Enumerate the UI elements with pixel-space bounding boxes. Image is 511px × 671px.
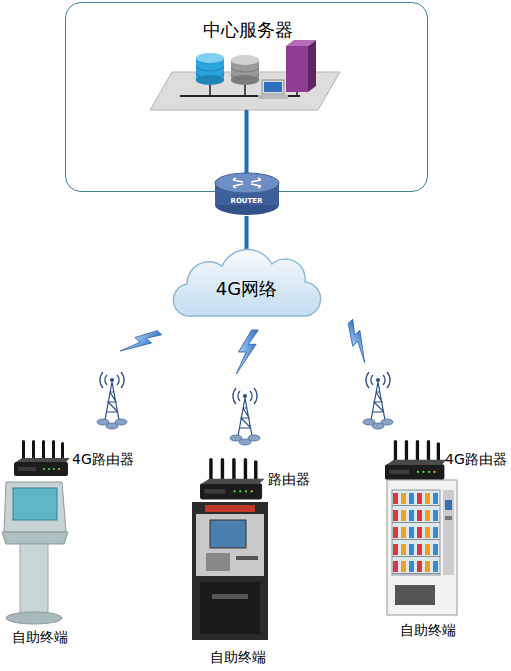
server-illustration xyxy=(231,67,259,79)
4g-router-device xyxy=(14,440,447,499)
vending-machine-illustration xyxy=(445,500,452,510)
server-illustration xyxy=(150,40,340,192)
network-cloud: 4G网络 xyxy=(167,250,327,322)
lightning-bolt xyxy=(120,321,162,364)
server-illustration xyxy=(244,84,246,96)
atm-illustration xyxy=(212,594,248,599)
vending-machine-illustration xyxy=(443,490,454,575)
terminal-node: 自助终端 xyxy=(188,498,288,668)
vending-machine-illustration xyxy=(387,480,457,615)
4g-router-device xyxy=(385,440,447,480)
atm-illustration xyxy=(192,502,268,640)
server-illustration xyxy=(286,46,308,92)
router-cylinder xyxy=(215,173,279,193)
node-label: 自助终端 xyxy=(383,622,473,639)
node-label: 4G网络 xyxy=(167,278,327,300)
vending-machine-illustration xyxy=(387,480,457,615)
atm-illustration xyxy=(210,520,246,548)
4g-router-node: 路由器 xyxy=(200,458,326,506)
atm-illustration xyxy=(206,553,230,571)
server-group-box: 中心服务器 xyxy=(65,2,428,192)
atm-illustration xyxy=(205,505,255,512)
node-label: 4G路由器 xyxy=(445,451,507,468)
server-illustration xyxy=(258,95,288,99)
kiosk-illustration xyxy=(4,482,66,532)
server-illustration xyxy=(231,55,259,65)
atm-illustration xyxy=(236,556,258,560)
atm-illustration xyxy=(200,582,260,634)
lightning-bolt xyxy=(236,330,258,374)
router-arrows xyxy=(233,178,261,188)
kiosk-illustration xyxy=(2,482,68,624)
server-illustration xyxy=(196,66,224,78)
server-illustration xyxy=(209,84,211,96)
server-illustration xyxy=(308,40,316,92)
server-illustration xyxy=(286,40,316,46)
4g-router-device xyxy=(200,458,264,499)
server-illustration xyxy=(264,82,282,92)
node-label: 路由器 xyxy=(268,471,310,488)
router-cylinder xyxy=(215,173,279,215)
node-label: 4G路由器 xyxy=(72,451,134,468)
terminal-node: 自助终端 xyxy=(0,478,80,648)
kiosk-illustration xyxy=(13,488,57,520)
lightning-bolt xyxy=(120,319,379,374)
kiosk-illustration xyxy=(6,612,62,624)
kiosk-illustration xyxy=(20,544,48,616)
vending-machine-illustration xyxy=(395,585,435,605)
router-outline xyxy=(214,172,280,216)
server-illustration xyxy=(262,80,284,94)
router-symbol: ROUTER xyxy=(214,172,280,216)
cell-tower xyxy=(230,388,260,445)
server-illustration xyxy=(231,75,259,85)
server-illustration xyxy=(196,53,224,63)
4g-router-node: 4G路由器 xyxy=(385,438,507,486)
4g-router-device xyxy=(14,440,70,476)
atm-illustration xyxy=(196,514,264,576)
kiosk-illustration xyxy=(2,532,68,544)
cell-tower xyxy=(97,372,393,445)
node-label: 中心服务器 xyxy=(66,19,429,41)
terminal-node: 自助终端 xyxy=(383,478,473,640)
node-label: 自助终端 xyxy=(188,649,288,666)
vending-machine-illustration xyxy=(445,516,452,520)
4g-router-node: 4G路由器 xyxy=(14,436,146,484)
atm-illustration xyxy=(192,502,268,640)
node-label: 自助终端 xyxy=(0,629,80,646)
node-label: ROUTER xyxy=(214,197,280,205)
vending-machine-illustration xyxy=(392,490,440,575)
cell-tower xyxy=(363,372,393,429)
cell-tower xyxy=(97,372,127,429)
lightning-bolt xyxy=(338,319,380,362)
network-link xyxy=(245,216,249,250)
vending-machine-illustration xyxy=(392,490,440,575)
